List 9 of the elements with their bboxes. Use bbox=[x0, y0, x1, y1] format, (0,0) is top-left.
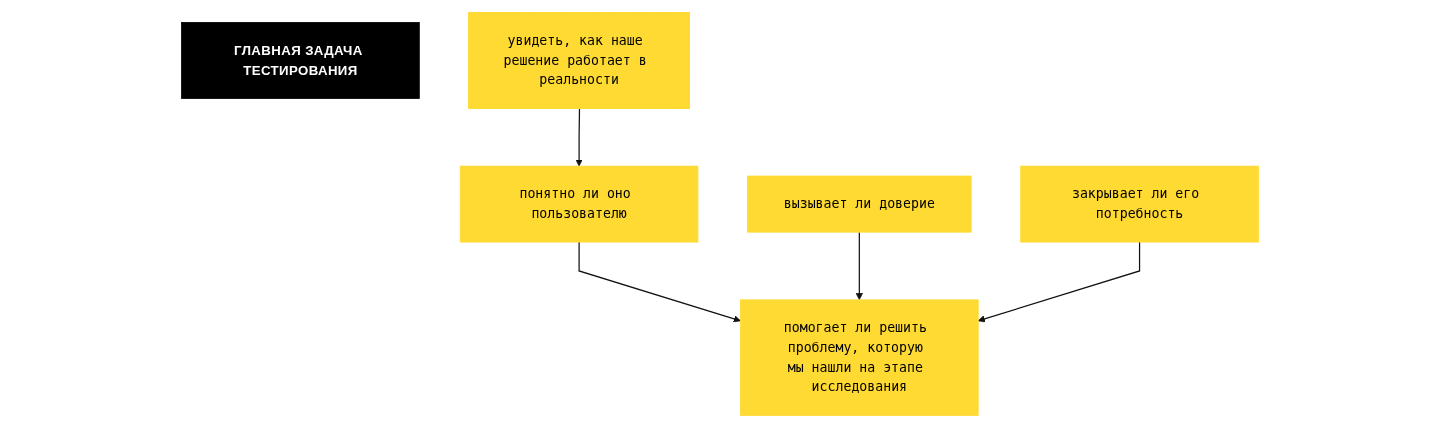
node-box: помогает ли решить проблему, которую мы нашли на этапе исследования bbox=[740, 299, 979, 416]
node-box: вызывает ли доверие bbox=[747, 175, 972, 233]
arrow bbox=[575, 108, 583, 167]
arrow bbox=[578, 241, 741, 323]
node-box: закрывает ли его потребность bbox=[1020, 165, 1259, 243]
node-box: ГЛАВНАЯ ЗАДАЧА ТЕСТИРОВАНИЯ bbox=[181, 22, 420, 99]
arrow bbox=[977, 241, 1141, 323]
node-box: понятно ли оно пользователю bbox=[459, 165, 699, 243]
arrow bbox=[855, 231, 863, 301]
